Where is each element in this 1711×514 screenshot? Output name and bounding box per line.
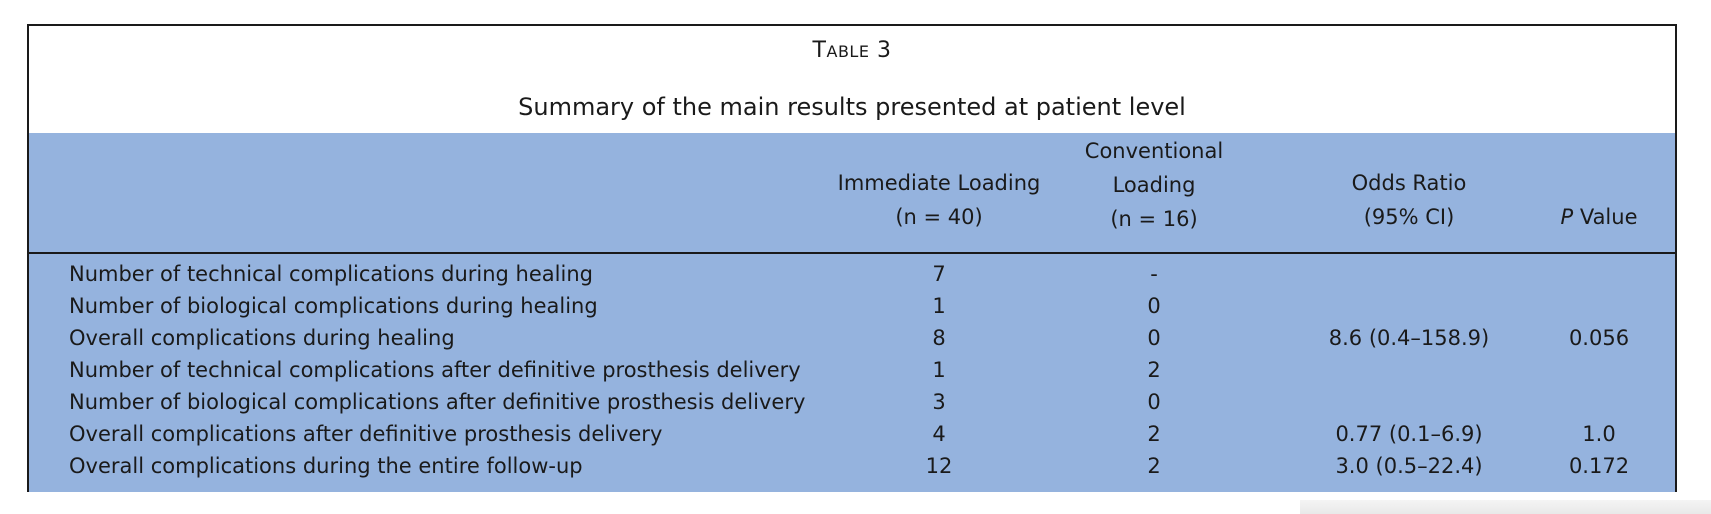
table-row: Overall complications during the entire … — [29, 450, 1675, 482]
table-frame: TABLE 3 Summary of the main results pres… — [27, 24, 1677, 492]
table-label-initial: T — [812, 38, 827, 63]
header-p-italic: P — [1560, 205, 1574, 229]
header-immediate-line1: Immediate Loading — [837, 171, 1041, 195]
header-p-rest: Value — [1573, 205, 1638, 229]
table-row: Number of biological complications durin… — [29, 290, 1675, 322]
cell-conventional: 2 — [1147, 454, 1161, 478]
table-label-smallcaps: ABLE — [826, 42, 870, 61]
page-shadow-strip — [1300, 500, 1711, 514]
table-title: Summary of the main results presented at… — [518, 93, 1186, 121]
header-conventional-line3: (n = 16) — [1110, 207, 1198, 231]
row-label: Overall complications during healing — [69, 326, 455, 350]
cell-conventional: 0 — [1147, 326, 1161, 350]
cell-p-value: 1.0 — [1582, 422, 1616, 446]
header-p-value: P Value — [1539, 200, 1659, 234]
row-label: Number of biological complications after… — [69, 390, 806, 414]
cell-immediate: 3 — [932, 390, 946, 414]
header-odds-line2: (95% CI) — [1363, 205, 1455, 229]
cell-odds-ratio: 3.0 (0.5–22.4) — [1335, 454, 1483, 478]
header-odds-line1: Odds Ratio — [1351, 171, 1467, 195]
cell-immediate: 8 — [932, 326, 946, 350]
row-label: Number of biological complications durin… — [69, 294, 598, 318]
table-row: Number of technical complications during… — [29, 258, 1675, 290]
header-conventional-line1: Conventional — [1084, 139, 1224, 163]
cell-conventional: 2 — [1147, 358, 1161, 382]
table-row: Overall complications after definitive p… — [29, 418, 1675, 450]
cell-immediate: 1 — [932, 358, 946, 382]
table-row: Number of technical complications after … — [29, 354, 1675, 386]
row-label: Number of technical complications after … — [69, 358, 801, 382]
cell-conventional: 0 — [1147, 294, 1161, 318]
cell-immediate: 4 — [932, 422, 946, 446]
cell-conventional: 2 — [1147, 422, 1161, 446]
header-conventional-loading: Conventional Loading (n = 16) — [1074, 134, 1234, 236]
header-rule — [29, 252, 1675, 254]
cell-immediate: 1 — [932, 294, 946, 318]
cell-p-value: 0.056 — [1568, 326, 1630, 350]
table-row: Number of biological complications after… — [29, 386, 1675, 418]
row-label: Overall complications during the entire … — [69, 454, 583, 478]
table-row: Overall complications during healing 8 0… — [29, 322, 1675, 354]
cell-p-value: 0.172 — [1568, 454, 1630, 478]
cell-odds-ratio: 0.77 (0.1–6.9) — [1335, 422, 1483, 446]
header-odds-ratio: Odds Ratio (95% CI) — [1309, 166, 1509, 234]
cell-odds-ratio: 8.6 (0.4–158.9) — [1328, 326, 1490, 350]
row-label: Number of technical complications during… — [69, 262, 593, 286]
header-immediate-loading: Immediate Loading (n = 40) — [829, 166, 1049, 234]
results-table: Immediate Loading (n = 40) Conventional … — [29, 133, 1675, 492]
table-number: 3 — [876, 38, 892, 63]
table-label: TABLE 3 — [29, 38, 1675, 63]
cell-conventional: - — [1150, 262, 1158, 286]
cell-immediate: 12 — [925, 454, 953, 478]
cell-immediate: 7 — [932, 262, 946, 286]
cell-conventional: 0 — [1147, 390, 1161, 414]
header-immediate-line2: (n = 40) — [895, 205, 983, 229]
header-conventional-line2: Loading — [1112, 173, 1196, 197]
row-label: Overall complications after definitive p… — [69, 422, 663, 446]
